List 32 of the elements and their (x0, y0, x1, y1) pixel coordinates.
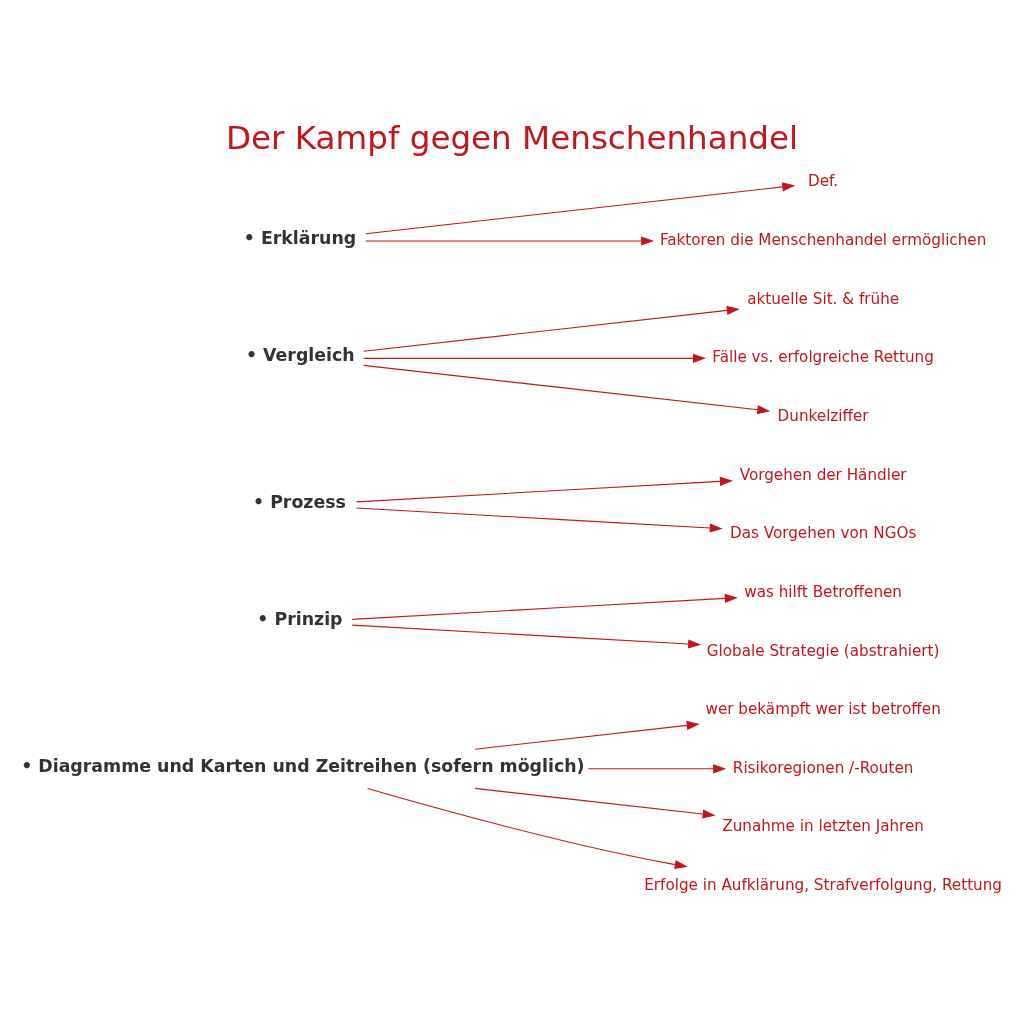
node-text: Faktoren die Menschenhandel ermöglichen (659, 231, 987, 250)
arrow (474, 720, 700, 750)
node-text: Risikoregionen /-Routen (732, 758, 914, 777)
node-text: • Diagramme und Karten und Zeitreihen (sofern möglich) (21, 755, 585, 776)
arrow (351, 593, 738, 620)
diagram-title: Der Kampf gegen Menschenhandel (225, 118, 799, 157)
arrow (474, 787, 716, 819)
arrow (365, 182, 796, 235)
node-text: was hilft Betroffenen (744, 582, 902, 601)
arrow (367, 787, 688, 870)
node-text: Das Vorgehen von NGOs (729, 524, 917, 543)
node-text: • Erklärung (243, 228, 357, 249)
node-text: Dunkelziffer (777, 407, 869, 425)
arrow (365, 236, 655, 246)
node-text: Globale Strategie (abstrahiert) (706, 641, 940, 660)
arrow (356, 507, 723, 533)
arrow (363, 353, 707, 363)
node-text: • Vergleich (245, 345, 355, 366)
arrow (351, 624, 702, 649)
node-text: Def. (808, 172, 839, 191)
node-text: aktuelle Sit. & frühe (747, 289, 900, 308)
arrow (587, 764, 727, 774)
arrow (356, 476, 733, 503)
node-text: Vorgehen der Händler (739, 465, 907, 484)
node-text: Erfolge in Aufklärung, Strafverfolgung, Rettung (644, 876, 1003, 895)
node-text: • Prozess (253, 491, 346, 512)
arrow (363, 305, 740, 352)
node-text: wer bekämpft wer ist betroffen (705, 700, 941, 719)
node-text: Zunahme in letzten Jahren (722, 817, 925, 836)
node-text: Fälle vs. erfolgreiche Rettung (712, 348, 934, 367)
arrow (363, 364, 771, 415)
node-text: • Prinzip (257, 609, 343, 630)
